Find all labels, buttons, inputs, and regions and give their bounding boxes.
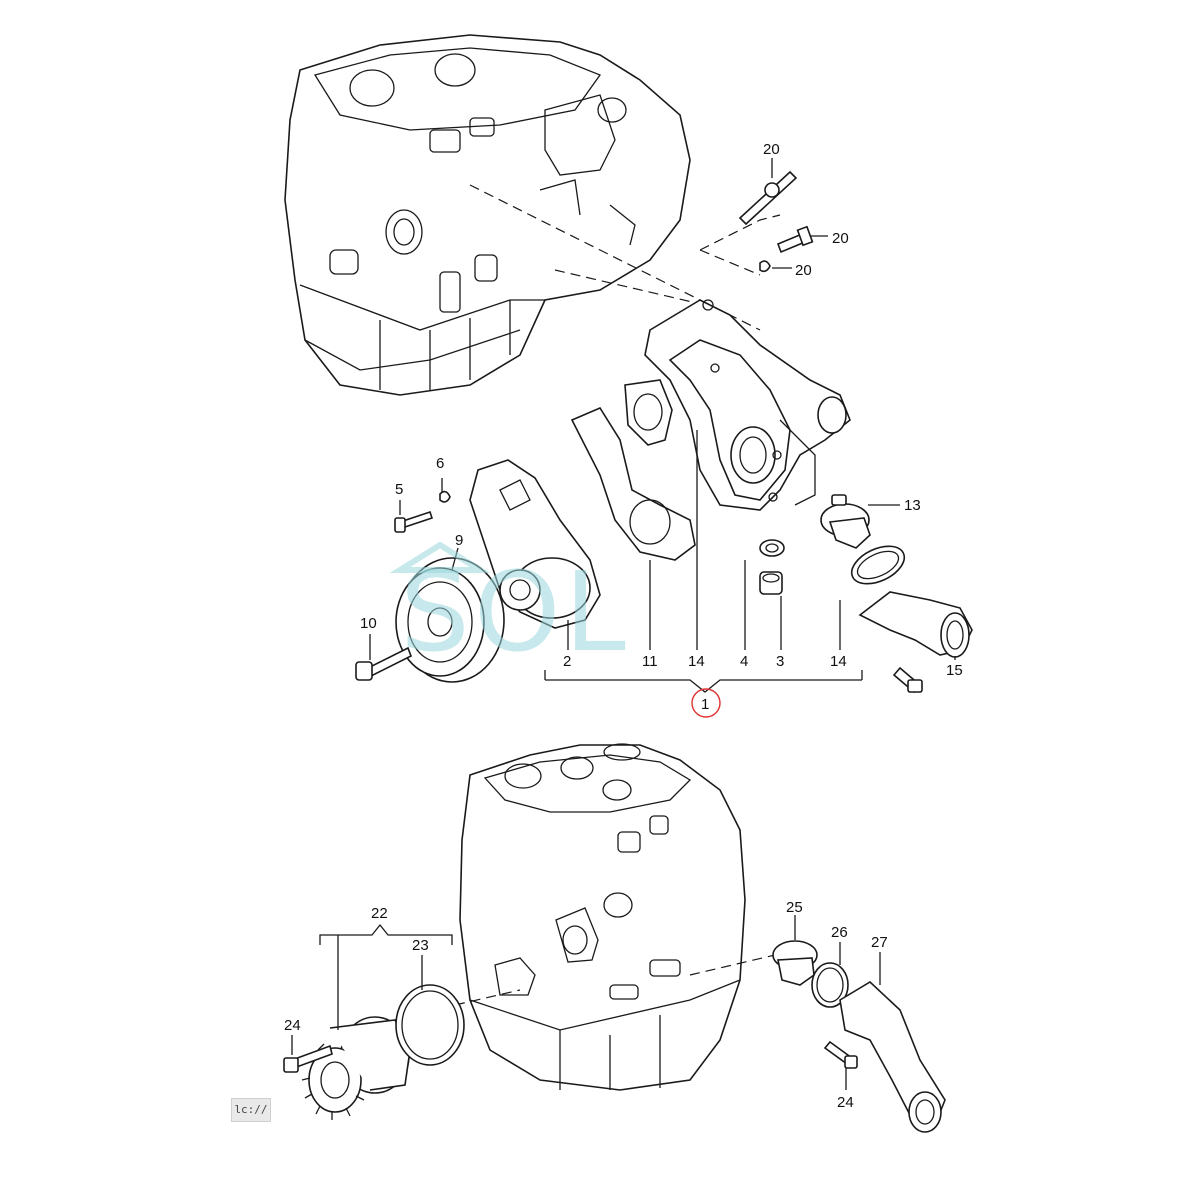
top-leader-lines xyxy=(369,158,956,693)
bottom-callouts: 22 23 24 25 26 27 24 xyxy=(284,899,888,1111)
callout-24b: 24 xyxy=(837,1094,854,1111)
bottom-alignment-lines xyxy=(454,954,776,1006)
callout-20a: 20 xyxy=(763,141,780,158)
bolt-20-long xyxy=(738,170,798,226)
bolt-24-left xyxy=(283,1044,333,1073)
callout-3: 3 xyxy=(776,653,784,670)
coolant-flange-27 xyxy=(839,981,946,1133)
pulley-9 xyxy=(395,557,505,683)
o-ring-23 xyxy=(395,984,465,1066)
callout-25: 25 xyxy=(786,899,803,916)
plug-3 xyxy=(759,571,783,595)
seal-4 xyxy=(759,539,785,557)
bottom-engine-block xyxy=(459,743,746,1091)
thermostat-25 xyxy=(772,940,818,986)
callout-10: 10 xyxy=(360,615,377,632)
callout-13: 13 xyxy=(904,497,921,514)
pump-housing xyxy=(644,299,851,511)
bolt-24-right xyxy=(823,1040,858,1069)
callout-20c: 20 xyxy=(795,262,812,279)
callout-24a: 24 xyxy=(284,1017,301,1034)
bolt-5 xyxy=(394,510,434,533)
coolant-flange-15 xyxy=(858,591,973,694)
callout-9: 9 xyxy=(455,532,463,549)
callout-5: 5 xyxy=(395,481,403,498)
callout-2: 2 xyxy=(563,653,571,670)
top-alignment-lines xyxy=(469,184,781,331)
bottom-leader-lines xyxy=(291,915,881,1090)
callout-4: 4 xyxy=(740,653,748,670)
sol-watermark: SOL xyxy=(389,541,630,676)
callout-14b: 14 xyxy=(830,653,847,670)
top-callouts: 20 20 20 5 6 9 10 13 2 11 14 4 3 14 15 1 xyxy=(360,141,963,718)
callout-14a: 14 xyxy=(688,653,705,670)
o-ring-26 xyxy=(811,962,849,1008)
gasket-14 xyxy=(624,379,673,446)
o-ring-14 xyxy=(850,545,906,585)
callout-1-highlight-circle xyxy=(691,688,721,718)
callout-26: 26 xyxy=(831,924,848,941)
callout-22: 22 xyxy=(371,905,388,922)
top-engine-block xyxy=(284,34,691,396)
thermostat-13 xyxy=(820,494,871,549)
source-badge: lc:// xyxy=(231,1098,271,1122)
callout-11: 11 xyxy=(642,653,658,670)
watermark-text: SOL xyxy=(400,548,630,676)
callout-23: 23 xyxy=(412,937,429,954)
washer-6 xyxy=(439,490,451,503)
gasket-11 xyxy=(570,406,696,561)
water-pump-gear-22 xyxy=(301,1016,411,1120)
bolt-20-short xyxy=(776,225,814,254)
bolt-10 xyxy=(355,646,413,681)
callout-1: 1 xyxy=(701,696,709,713)
callout-20b: 20 xyxy=(832,230,849,247)
callout-15: 15 xyxy=(946,662,963,679)
water-pump-2 xyxy=(469,459,601,629)
callout-27: 27 xyxy=(871,934,888,951)
washer-20 xyxy=(759,260,771,273)
callout-6: 6 xyxy=(436,455,444,472)
